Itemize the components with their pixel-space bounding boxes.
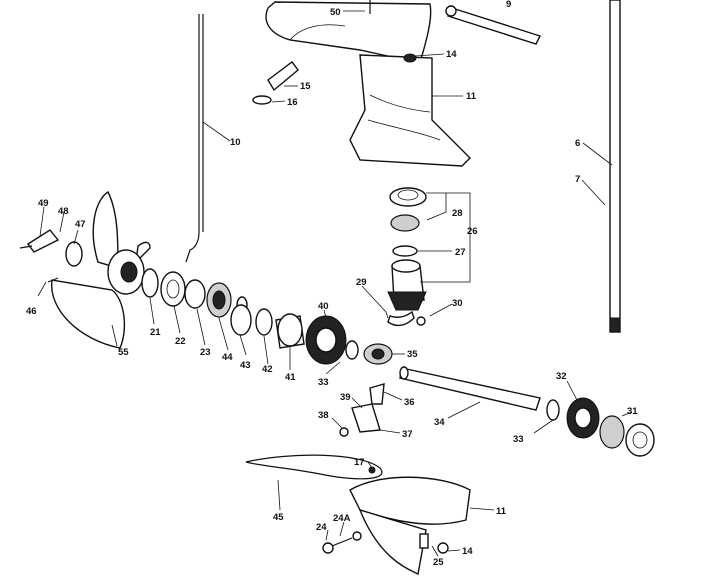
callout-27: 27 <box>455 247 466 258</box>
callout-33-left: 33 <box>318 377 329 388</box>
callout-26: 26 <box>467 226 478 237</box>
callout-16: 16 <box>287 97 298 108</box>
callout-34: 34 <box>434 417 445 428</box>
callout-29: 29 <box>356 277 367 288</box>
reverse-bearing-part <box>363 343 393 365</box>
callout-23: 23 <box>200 347 211 358</box>
callout-11-bottom: 11 <box>496 506 507 517</box>
gasket-part <box>245 454 383 480</box>
callout-48: 48 <box>58 206 69 217</box>
clip-part <box>387 310 426 327</box>
callout-30: 30 <box>452 298 463 309</box>
callout-28: 28 <box>452 208 463 219</box>
callout-25: 25 <box>433 557 444 568</box>
callout-38: 38 <box>318 410 329 421</box>
callout-labels: 50 9 14 15 16 11 10 6 7 28 26 27 49 48 4… <box>26 0 638 568</box>
propshaft-row <box>141 268 305 349</box>
lower-gearcase-part <box>322 466 471 576</box>
driveshaft-part <box>609 0 621 333</box>
callout-14-top: 14 <box>446 49 457 60</box>
callout-43: 43 <box>240 360 251 371</box>
callout-24: 24 <box>316 522 327 533</box>
shift-rod-part <box>445 5 541 45</box>
callout-41: 41 <box>285 372 296 383</box>
leader-lines <box>37 10 633 557</box>
callout-42: 42 <box>262 364 273 375</box>
callout-55: 55 <box>118 347 129 358</box>
reverse-gear-part <box>566 397 655 457</box>
callout-9: 9 <box>506 0 511 10</box>
callout-24A: 24A <box>333 513 351 524</box>
callout-47: 47 <box>75 219 86 230</box>
callout-31: 31 <box>627 406 638 417</box>
callout-35: 35 <box>407 349 418 360</box>
callout-6: 6 <box>575 138 580 149</box>
rod-part <box>185 14 204 263</box>
propeller <box>19 191 151 349</box>
callout-33-right: 33 <box>513 434 524 445</box>
forward-gear-part <box>305 315 359 365</box>
callout-45: 45 <box>273 512 284 523</box>
callout-46: 46 <box>26 306 37 317</box>
callout-21: 21 <box>150 327 161 338</box>
pin-part <box>252 61 299 105</box>
gearcase-housing <box>265 0 471 167</box>
callout-11-top: 11 <box>466 91 477 102</box>
callout-49: 49 <box>38 198 49 209</box>
callout-15: 15 <box>300 81 311 92</box>
callout-40: 40 <box>318 301 329 312</box>
callout-7: 7 <box>575 174 580 185</box>
callout-36: 36 <box>404 397 415 408</box>
callout-14-bottom: 14 <box>462 546 473 557</box>
callout-17: 17 <box>354 457 365 468</box>
callout-50: 50 <box>330 7 341 18</box>
callout-37: 37 <box>402 429 413 440</box>
callout-22: 22 <box>175 336 186 347</box>
pinion-stack <box>387 187 427 311</box>
callout-10: 10 <box>230 137 241 148</box>
callout-39: 39 <box>340 392 351 403</box>
propeller-shaft-part <box>399 366 560 421</box>
callout-32: 32 <box>556 371 567 382</box>
callout-44: 44 <box>222 352 233 363</box>
